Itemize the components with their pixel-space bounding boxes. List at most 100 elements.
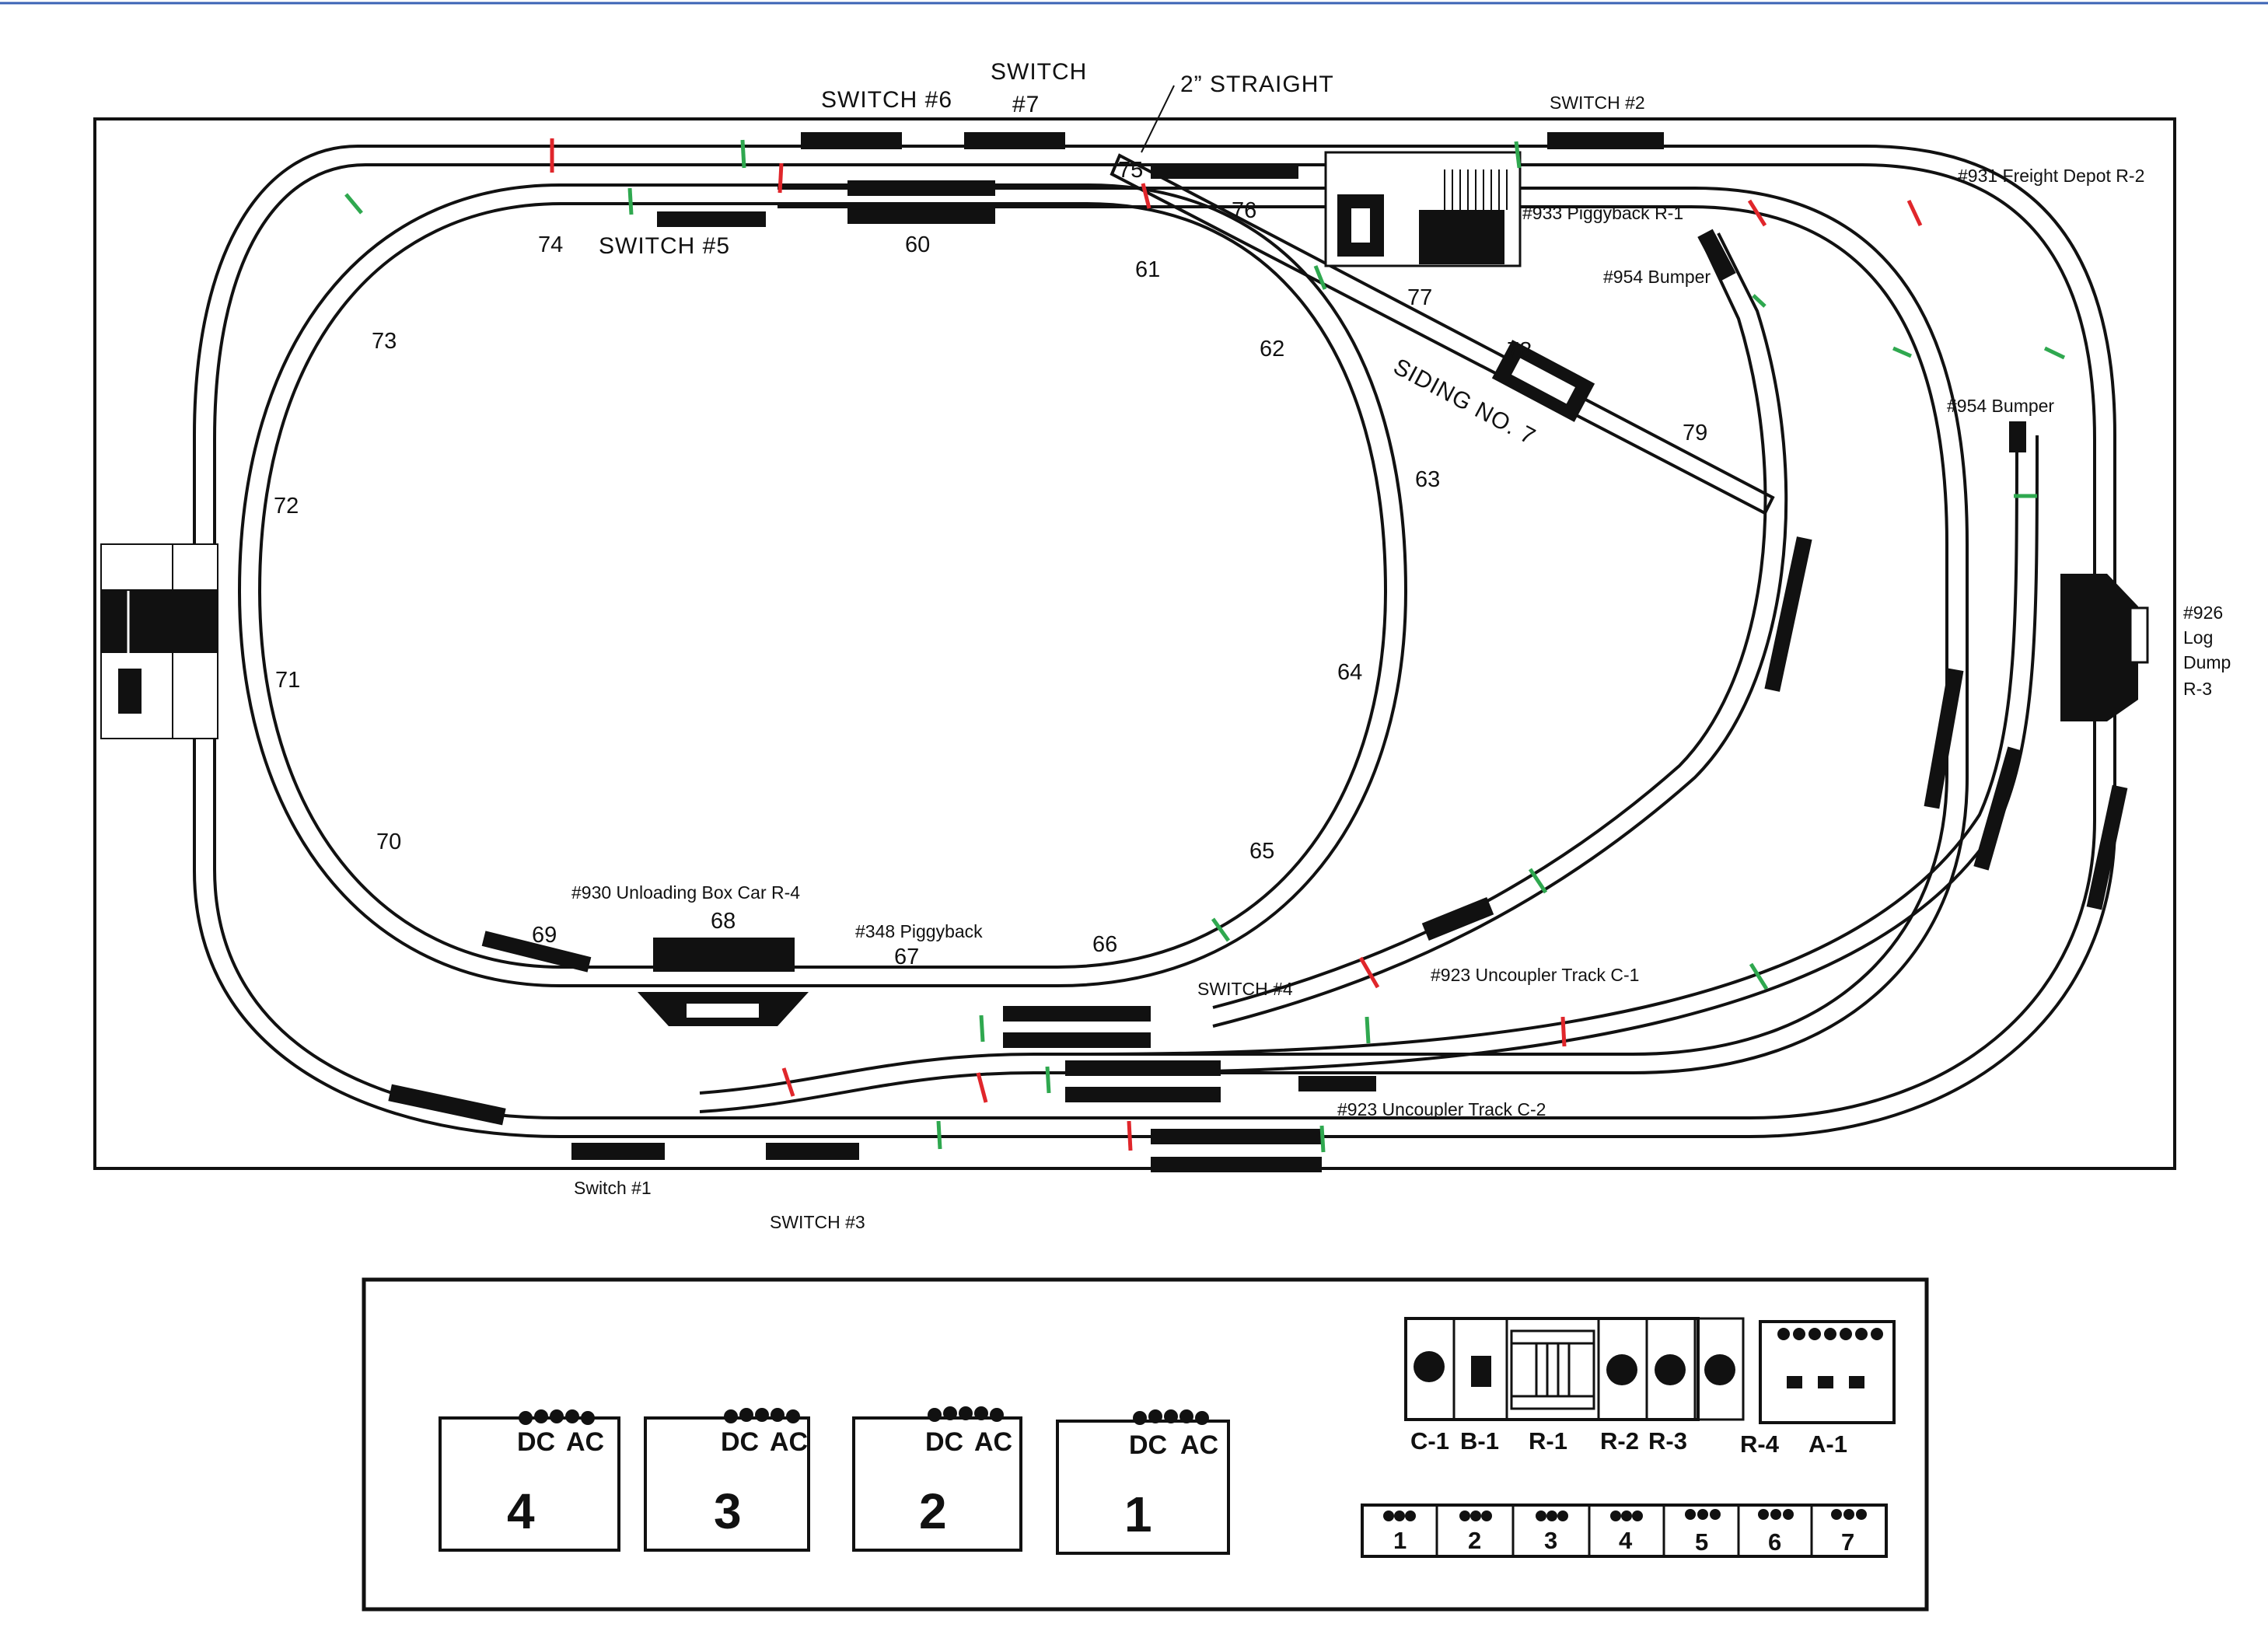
transformer-4-ac: AC	[566, 1427, 604, 1457]
straight-leader-line	[1141, 85, 1175, 153]
transformer-1-ac: AC	[1180, 1430, 1218, 1460]
track-number-63: 63	[1415, 467, 1440, 492]
accessory-label-b1: B-1	[1460, 1427, 1499, 1455]
label-log-dump-3: Dump	[2183, 652, 2231, 672]
transformer-3-dc: DC	[721, 1427, 759, 1457]
label-switch-3: SWITCH #3	[770, 1212, 865, 1232]
track-number-75: 75	[1118, 158, 1143, 183]
switch-controller-7: 7	[1841, 1528, 1854, 1556]
track-joints	[344, 139, 2066, 1153]
track-number-71: 71	[275, 668, 300, 693]
label-uncoupler-c2: #923 Uncoupler Track C-2	[1337, 1099, 1546, 1119]
transformer-4-dc: DC	[517, 1427, 555, 1457]
track-number-66: 66	[1092, 932, 1117, 957]
bumper-spur-track	[1212, 232, 1788, 1028]
transformer-2-dc: DC	[925, 1427, 963, 1457]
track-number-62: 62	[1260, 337, 1284, 361]
label-bumper-1: #954 Bumper	[1603, 267, 1711, 287]
transformer-1-number: 1	[1124, 1486, 1152, 1542]
transformer-2-ac: AC	[974, 1427, 1012, 1457]
transformer-1: DC AC 1	[1056, 1409, 1230, 1555]
track-number-69: 69	[532, 923, 557, 948]
label-switch-7-line2: #7	[1012, 92, 1040, 117]
track-number-79: 79	[1683, 421, 1707, 445]
accessory-label-r1: R-1	[1529, 1427, 1567, 1455]
accessory-label-c1: C-1	[1410, 1427, 1449, 1455]
transformer-2-number: 2	[919, 1483, 947, 1539]
outer-loop-track	[193, 145, 2116, 1138]
middle-loop-track	[699, 187, 1969, 1113]
road-crossing	[100, 543, 218, 739]
outer-loop-track-inner-rail	[213, 163, 2096, 1119]
log-dump-926	[2060, 574, 2149, 721]
switch-controller-3: 3	[1544, 1527, 1557, 1554]
label-switch-1: Switch #1	[574, 1178, 652, 1198]
track-number-74: 74	[538, 232, 563, 257]
switch-controllers: 1 2 3 4 5 6 7	[1361, 1504, 1888, 1558]
label-switch-7-line1: SWITCH	[991, 59, 1087, 85]
track-blocks	[388, 132, 2128, 1172]
label-switch-5: SWITCH #5	[599, 233, 730, 259]
control-panel	[362, 1277, 1929, 1612]
track-number-76: 76	[1232, 198, 1256, 223]
switch-controller-5: 5	[1695, 1528, 1708, 1556]
transformer-4-number: 4	[507, 1483, 535, 1539]
inner-oval-outer-rail	[237, 185, 1419, 994]
accessory-controllers: C-1 B-1 R-1 R-2 R-3 R-4 A-1	[1404, 1317, 1896, 1458]
bumper-954-b	[2009, 421, 2026, 452]
bumper-954-a	[1697, 229, 1736, 281]
transformer-3-number: 3	[714, 1483, 742, 1539]
log-dump-spur-track-rail	[1088, 435, 2018, 1056]
insulated-joints	[550, 138, 1923, 1151]
log-dump-spur-track	[1088, 435, 2039, 1074]
track-number-67: 67	[894, 945, 919, 969]
bumper-spur-track-rail	[1212, 242, 1767, 1009]
accessory-label-r3: R-3	[1648, 1427, 1687, 1455]
track-number-60: 60	[905, 232, 930, 257]
label-bumper-2: #954 Bumper	[1947, 396, 2054, 416]
layout-board	[93, 117, 2176, 1170]
label-uncoupler-c1: #923 Uncoupler Track C-1	[1431, 965, 1639, 985]
label-unloading-box-car: #930 Unloading Box Car R-4	[571, 882, 800, 903]
track-number-73: 73	[372, 329, 397, 354]
piggyback-933-building	[1324, 151, 1522, 267]
transformer-3: DC AC 3	[644, 1408, 810, 1552]
label-switch-6: SWITCH #6	[821, 87, 952, 113]
layout-labels: SWITCH #6 SWITCH #7 2” STRAIGHT SWITCH #…	[274, 59, 2231, 1232]
track-number-68: 68	[711, 909, 736, 934]
siding-7-accessory	[1491, 340, 1595, 422]
track-number-70: 70	[376, 829, 401, 854]
switch-controller-2: 2	[1468, 1527, 1481, 1554]
label-log-dump-2: Log	[2183, 627, 2213, 648]
accessory-label-r2: R-2	[1600, 1427, 1639, 1455]
transformer-3-ac: AC	[770, 1427, 808, 1457]
accessory-label-a1: A-1	[1808, 1430, 1847, 1458]
middle-loop-track-inner-rail	[699, 205, 1948, 1095]
unloading-box-car-station	[638, 938, 809, 1026]
track-number-77: 77	[1407, 285, 1432, 310]
transformer-4: DC AC 4	[439, 1409, 620, 1552]
switch-controller-1: 1	[1393, 1527, 1407, 1554]
track-number-64: 64	[1337, 660, 1362, 685]
label-switch-2: SWITCH #2	[1550, 93, 1645, 113]
inner-oval-track-inner-rail	[257, 202, 1388, 969]
label-piggyback-r1: #933 Piggyback R-1	[1522, 203, 1683, 223]
switch-controller-4: 4	[1619, 1527, 1633, 1554]
accessory-label-r4: R-4	[1740, 1430, 1780, 1458]
transformer-2: DC AC 2	[852, 1406, 1022, 1552]
label-log-dump-4: R-3	[2183, 679, 2212, 699]
label-2in-straight: 2” STRAIGHT	[1180, 72, 1334, 97]
label-freight-depot: #931 Freight Depot R-2	[1958, 166, 2144, 186]
track-number-61: 61	[1135, 257, 1160, 282]
switch-controller-6: 6	[1768, 1528, 1781, 1556]
transformer-1-dc: DC	[1129, 1430, 1167, 1460]
inner-oval-track	[237, 183, 1408, 987]
track-number-65: 65	[1249, 839, 1274, 864]
label-switch-4: SWITCH #4	[1197, 979, 1293, 999]
track-number-72: 72	[274, 494, 299, 519]
track-number-78: 78	[1507, 338, 1532, 363]
label-piggyback-348: #348 Piggyback	[855, 921, 983, 941]
label-log-dump-1: #926	[2183, 602, 2223, 623]
